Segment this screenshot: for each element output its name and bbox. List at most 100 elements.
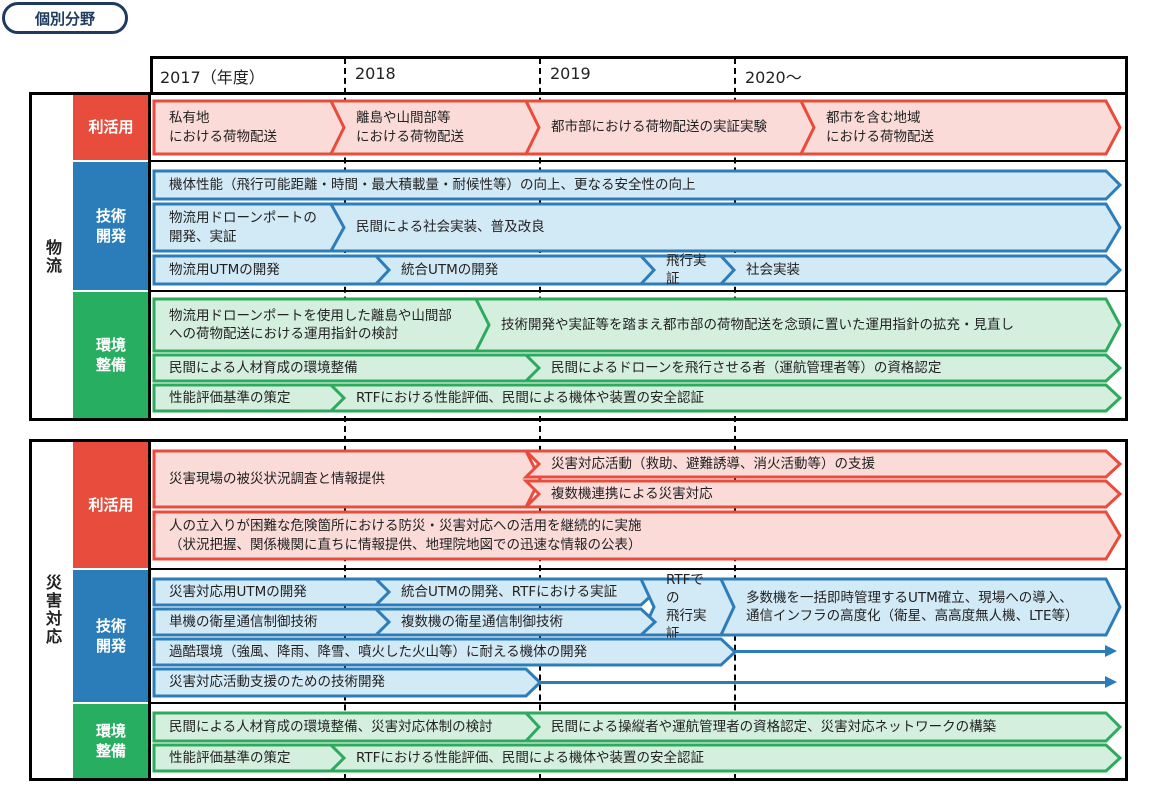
- category-tech: 技術 開発: [73, 162, 149, 290]
- roadmap-arrow: 機体性能（飛行可能距離・時間・最大積載量・耐候性等）の向上、更なる安全性の向上: [152, 169, 1123, 201]
- roadmap-arrow: RTFにおける性能評価、民間による機体や装置の安全認証: [327, 743, 1123, 773]
- arrow-label: 災害対応活動支援のための技術開発: [169, 674, 385, 691]
- continuation-arrow: [540, 676, 1117, 688]
- year-header: [150, 56, 1128, 94]
- arrow-label: RTFにおける性能評価、民間による機体や装置の安全認証: [356, 749, 705, 766]
- chevron-shape: [327, 383, 1123, 413]
- roadmap-arrow: 性能評価基準の策定: [152, 383, 348, 413]
- arrow-label: 物流用ドローンポートの 開発、実証: [169, 210, 317, 245]
- arrow-label: 物流用UTMの開発: [169, 261, 280, 278]
- roadmap-arrow: 私有地 における荷物配送: [152, 99, 347, 156]
- year-divider: [539, 58, 541, 780]
- roadmap-arrow: 物流用UTMの開発: [152, 254, 393, 286]
- roadmap-arrow: 社会実装: [717, 254, 1123, 286]
- arrow-label: 私有地 における荷物配送: [169, 110, 277, 145]
- arrow-label: 社会実装: [746, 261, 800, 278]
- roadmap-arrow: 都市を含む地域 における荷物配送: [798, 99, 1122, 156]
- roadmap-arrow: 複数機の衛星通信制御技術: [372, 607, 658, 637]
- chevron-shape: [717, 254, 1123, 286]
- roadmap-arrow: 過酷環境（強風、降雨、降雪、噴火した火山等）に耐える機体の開発: [152, 637, 738, 667]
- chevron-shape: [798, 99, 1122, 156]
- year-divider: [734, 58, 736, 780]
- roadmap-arrow: 離島や山間部等 における荷物配送: [328, 99, 542, 156]
- arrow-label: 都市を含む地域 における荷物配送: [826, 110, 934, 145]
- roadmap-arrow: 民間による操縦者や運航管理者の資格認定、災害対応ネットワークの構築: [522, 711, 1123, 743]
- arrow-label: 技術開発や実証等を踏まえ都市部の荷物配送を念頭に置いた運用指針の拡充・見直し: [501, 316, 1014, 333]
- roadmap-arrow: 人の立入りが困難な危険箇所における防災・災害対応への活用を継続的に実施 （状況把…: [152, 510, 1122, 561]
- arrow-label: 民間による社会実装、普及改良: [356, 219, 545, 236]
- arrow-label: 都市部における荷物配送の実証実験: [551, 119, 767, 136]
- arrow-label: 離島や山間部等 における荷物配送: [356, 110, 464, 145]
- roadmap-arrow: 物流用ドローンポートを使用した離島や山間部 への荷物配送における運用指針の検討: [152, 297, 492, 353]
- arrow-label: 民間による操縦者や運航管理者の資格認定、災害対応ネットワークの構築: [551, 718, 997, 735]
- roadmap-arrow: 災害対応活動支援のための技術開発: [152, 667, 543, 698]
- arrow-label: 災害対応活動（救助、避難誘導、消火活動等）の支援: [551, 455, 875, 472]
- arrow-label: 民間によるドローンを飛行させる者（運航管理者等）の資格認定: [551, 359, 942, 376]
- roadmap-arrow: 災害対応活動（救助、避難誘導、消火活動等）の支援: [522, 449, 1123, 479]
- chevron-shape: [152, 637, 738, 667]
- roadmap-arrow: 物流用ドローンポートの 開発、実証: [152, 202, 347, 253]
- arrow-label: 単機の衛星通信制御技術: [169, 613, 318, 630]
- arrow-label: 物流用ドローンポートを使用した離島や山間部 への荷物配送における運用指針の検討: [169, 307, 452, 342]
- chevron-shape: [473, 297, 1122, 353]
- roadmap-arrow: 民間によるドローンを飛行させる者（運航管理者等）の資格認定: [522, 353, 1123, 383]
- row-divider: [150, 568, 1126, 570]
- year-2017: 2017（年度）: [160, 68, 265, 87]
- chevron-shape: [328, 202, 1122, 253]
- arrow-label: RTFでの 飛行実証: [666, 571, 707, 643]
- roadmap-arrow: 民間による社会実装、普及改良: [328, 202, 1122, 253]
- chevron-shape: [152, 667, 543, 698]
- year-2019: 2019: [550, 64, 591, 83]
- row-divider: [150, 290, 1126, 292]
- chevron-shape: [718, 577, 1122, 637]
- category-use: 利活用: [73, 95, 149, 160]
- column-divider: [148, 439, 151, 781]
- roadmap-arrow: 災害現場の被災状況調査と情報提供: [152, 449, 542, 509]
- arrow-label: 人の立入りが困難な危険箇所における防災・災害対応への活用を継続的に実施 （状況把…: [169, 518, 642, 553]
- chevron-shape: [152, 510, 1122, 561]
- arrow-label: 飛行実証: [666, 252, 707, 287]
- chevron-shape: [522, 711, 1123, 743]
- roadmap-arrow: 民間による人材育成の環境整備、災害対応体制の検討: [152, 711, 543, 743]
- arrow-label: 民間による人材育成の環境整備、災害対応体制の検討: [169, 718, 493, 735]
- chevron-shape: [152, 449, 542, 509]
- roadmap-arrow: 統合UTMの開発: [372, 254, 658, 286]
- year-divider: [344, 58, 346, 780]
- roadmap-arrow: 単機の衛星通信制御技術: [152, 607, 393, 637]
- arrow-label: 災害現場の被災状況調査と情報提供: [169, 470, 385, 487]
- roadmap-arrow: 性能評価基準の策定: [152, 743, 348, 773]
- category-use: 利活用: [73, 442, 149, 568]
- arrow-label: 統合UTMの開発、RTFにおける実証: [401, 583, 618, 600]
- arrow-label: 性能評価基準の策定: [169, 389, 291, 406]
- arrow-label: 民間による人材育成の環境整備: [169, 359, 358, 376]
- chevron-shape: [522, 479, 1123, 509]
- chevron-shape: [522, 449, 1123, 479]
- arrow-label: 性能評価基準の策定: [169, 749, 291, 766]
- continuation-arrow: [735, 645, 1117, 657]
- section-disaster: [29, 439, 1128, 781]
- section-logistics: [29, 92, 1128, 421]
- chevron-shape: [522, 353, 1123, 383]
- row-divider: [150, 702, 1126, 704]
- arrow-label: RTFにおける性能評価、民間による機体や装置の安全認証: [356, 389, 705, 406]
- roadmap-arrow: 統合UTMの開発、RTFにおける実証: [372, 577, 658, 607]
- category-tech: 技術 開発: [73, 570, 149, 702]
- category-env: 環境 整備: [73, 704, 149, 778]
- column-divider: [148, 92, 151, 421]
- roadmap-arrow: RTFにおける性能評価、民間による機体や装置の安全認証: [327, 383, 1123, 413]
- chevron-shape: [372, 607, 658, 637]
- roadmap-arrow: 複数機連携による災害対応: [522, 479, 1123, 509]
- category-env: 環境 整備: [73, 292, 149, 418]
- section-tag: 個別分野: [2, 2, 128, 34]
- arrow-label: 複数機の衛星通信制御技術: [401, 613, 563, 630]
- row-divider: [150, 160, 1126, 162]
- arrow-label: 災害対応用UTMの開発: [169, 583, 307, 600]
- roadmap-arrow: 民間による人材育成の環境整備: [152, 353, 543, 383]
- arrow-label: 多数機を一括即時管理するUTM確立、現場への導入、 通信インフラの高度化（衛星、…: [746, 589, 1079, 624]
- arrow-label: 統合UTMの開発: [401, 261, 499, 278]
- roadmap-arrow: 災害対応用UTMの開発: [152, 577, 393, 607]
- chevron-shape: [327, 743, 1123, 773]
- roadmap-arrow: 都市部における荷物配送の実証実験: [523, 99, 817, 156]
- chevron-shape: [152, 169, 1123, 201]
- year-2018: 2018: [355, 64, 396, 83]
